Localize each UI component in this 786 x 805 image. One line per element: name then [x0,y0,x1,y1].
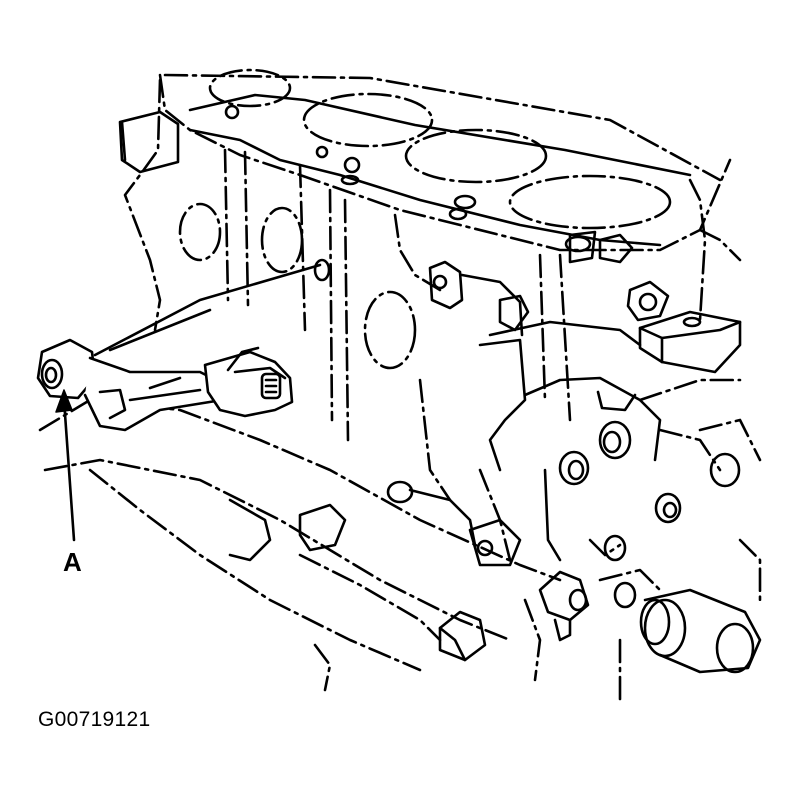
block-center [363,213,670,502]
block-right-mount [478,178,742,562]
block-deck [158,73,732,252]
block-left-side [118,78,350,442]
block-lower [38,398,562,692]
callout-a: A [55,389,82,577]
figure-id: G00719121 [38,708,151,731]
cylinder-bores [208,68,672,253]
callout-a-arrowhead [55,389,73,413]
callout-a-label: A [63,547,82,577]
callout-a-leader-line [62,398,76,542]
sensor-a [36,263,322,432]
lower-right-components [523,418,762,702]
